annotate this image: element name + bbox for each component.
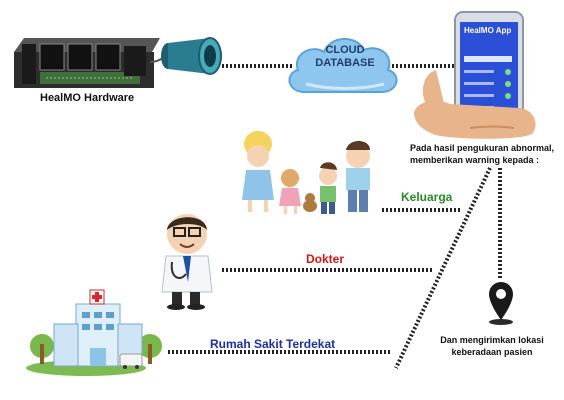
connector-lines [168,64,502,369]
family-icon [242,131,370,214]
hospital-icon [26,289,162,376]
sensor-cuff-icon [149,37,222,75]
doctor-label: Dokter [306,252,345,266]
smartphone-icon [414,11,536,139]
app-title-label: HealMO App [464,26,512,35]
hardware-board-icon [14,38,160,88]
cloud-database-label: CLOUD DATABASE [315,44,375,69]
location-pin-icon [489,282,513,325]
family-label: Keluarga [401,190,453,204]
hospital-label: Rumah Sakit Terdekat [210,337,336,351]
doctor-icon [161,214,213,310]
hardware-label: HealMO Hardware [40,92,135,104]
location-text: Dan mengirimkan lokasi keberadaan pasien [440,335,544,357]
warning-branch-line [394,167,492,369]
warning-text: Pada hasil pengukuran abnormal, memberik… [410,143,555,165]
cloud-icon [288,38,398,93]
